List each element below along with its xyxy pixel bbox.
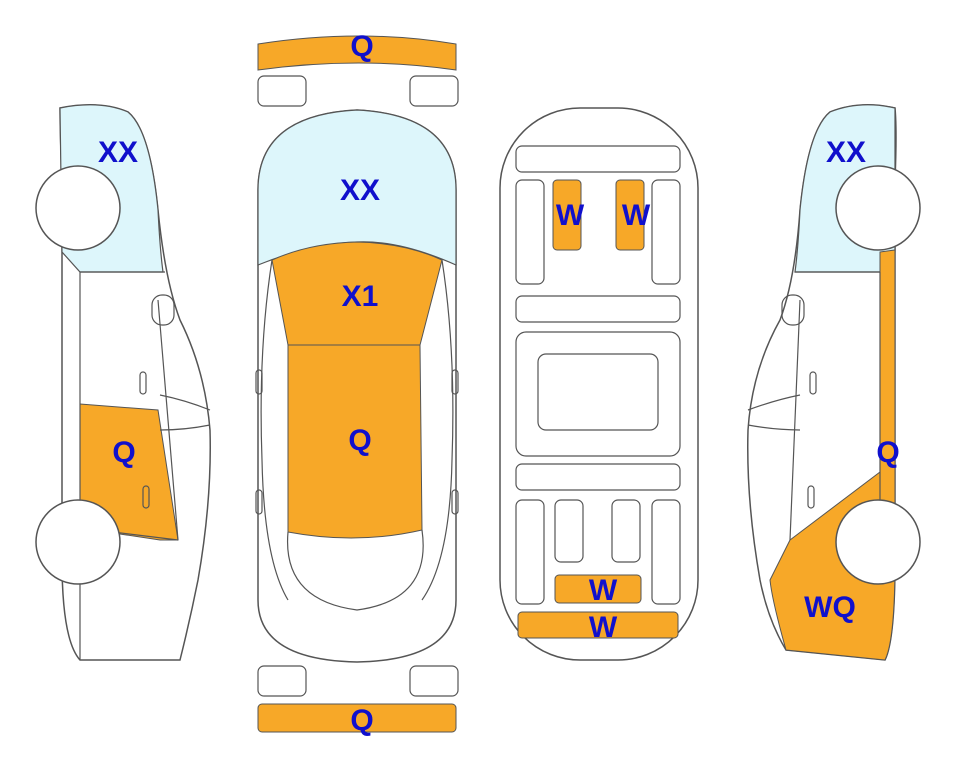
- interior-view: W W W W: [499, 107, 699, 661]
- label-right-windshield: XX: [826, 136, 866, 169]
- left-front-wheel: [35, 165, 121, 251]
- right-rear-wheel: [835, 499, 921, 585]
- label-left-door: Q: [112, 436, 135, 469]
- label-top-windshield: XX: [340, 174, 380, 207]
- label-right-pillar: Q: [876, 436, 899, 469]
- left-rear-wheel: [35, 499, 121, 585]
- label-floor-rear-a: W: [589, 574, 618, 607]
- left-side-view: XX Q: [35, 104, 211, 661]
- right-side-view: XX Q WQ: [747, 104, 921, 661]
- interior-body: [499, 107, 699, 661]
- seat-right-damage: [615, 179, 645, 251]
- label-floor-rear-b: W: [589, 611, 618, 644]
- floor-rear-b-damage: [517, 611, 679, 639]
- label-front-bumper: Q: [350, 30, 373, 63]
- label-rear-bumper: Q: [350, 704, 373, 737]
- top-hood-damage: [271, 241, 443, 346]
- label-left-windshield: XX: [98, 136, 138, 169]
- label-right-quarter: WQ: [804, 591, 856, 624]
- label-top-hood: X1: [342, 280, 379, 313]
- seat-left-damage: [552, 179, 582, 251]
- front-bumper-damage: [257, 35, 457, 71]
- right-front-wheel: [835, 165, 921, 251]
- rear-bumper-damage: [257, 703, 457, 733]
- floor-rear-a-damage: [554, 574, 642, 604]
- label-top-roof: Q: [348, 424, 371, 457]
- top-view: Q XX X1 Q Q: [255, 30, 459, 737]
- label-seat-left: W: [556, 199, 585, 232]
- label-seat-right: W: [622, 199, 651, 232]
